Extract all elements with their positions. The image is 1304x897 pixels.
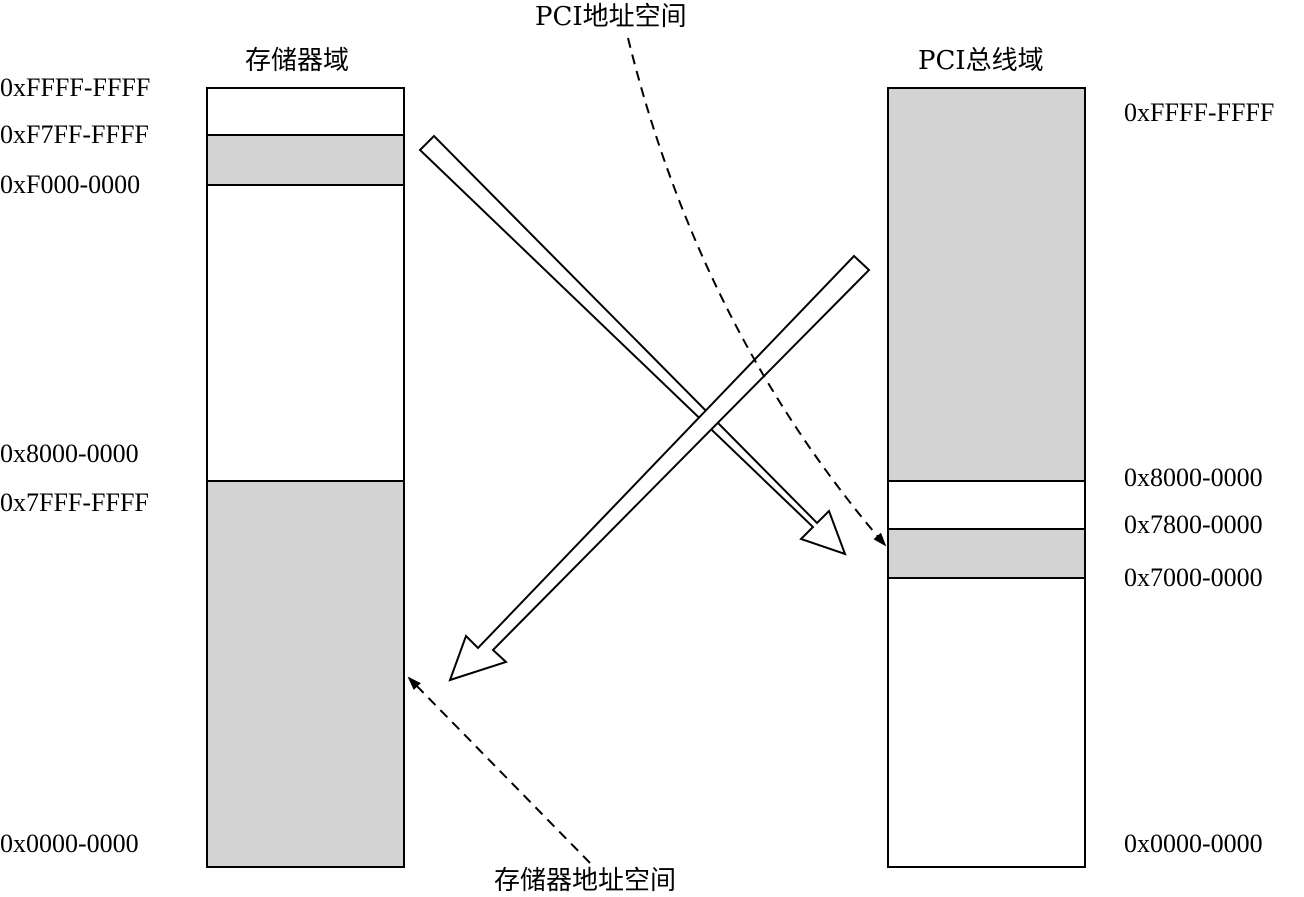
pci-domain-column — [887, 87, 1086, 868]
memory-address-label: 0x7FFF-FFFF — [0, 488, 149, 517]
memory-domain-column — [206, 87, 405, 868]
memory-address-label: 0x0000-0000 — [0, 829, 139, 858]
pci-address-space-label: PCI地址空间 — [535, 2, 687, 32]
pci-address-label: 0xFFFF-FFFF — [1124, 98, 1275, 127]
pci-address-label: 0x7800-0000 — [1124, 510, 1263, 539]
pci-address-label: 0x8000-0000 — [1124, 463, 1263, 492]
memory-address-label: 0x8000-0000 — [0, 439, 139, 468]
pci-address-label: 0x7000-0000 — [1124, 563, 1263, 592]
memory-address-label: 0xF7FF-FFFF — [0, 120, 149, 149]
memory-address-space-label: 存储器地址空间 — [494, 866, 677, 896]
mapping-arrow-memory-to-pci — [418, 134, 847, 556]
memory-address-label: 0xFFFF-FFFF — [0, 73, 151, 102]
memory-shaded-region-0000-7fff — [208, 482, 403, 866]
mapping-arrow-pci-to-memory — [448, 254, 871, 682]
memory-address-space-dashed-arrow — [407, 676, 591, 864]
pci-shaded-region-8000-ffff — [889, 89, 1084, 481]
pci-shaded-region-7000-7800 — [889, 530, 1084, 578]
memory-address-label: 0xF000-0000 — [0, 170, 141, 199]
pci-address-label: 0x0000-0000 — [1124, 829, 1263, 858]
pci-domain-title: PCI总线域 — [918, 46, 1044, 76]
pci-address-space-dashed-arrow — [627, 37, 887, 547]
memory-shaded-region-f000-f7ff — [208, 136, 403, 185]
memory-domain-title: 存储器域 — [245, 46, 350, 76]
